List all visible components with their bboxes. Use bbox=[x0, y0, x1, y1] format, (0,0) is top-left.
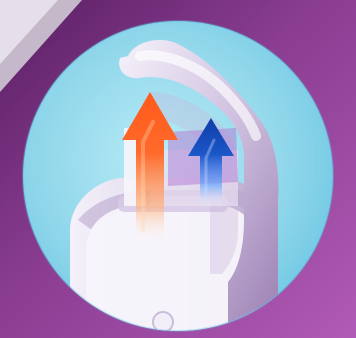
scene-svg bbox=[0, 0, 356, 338]
photo-scene bbox=[0, 0, 356, 338]
